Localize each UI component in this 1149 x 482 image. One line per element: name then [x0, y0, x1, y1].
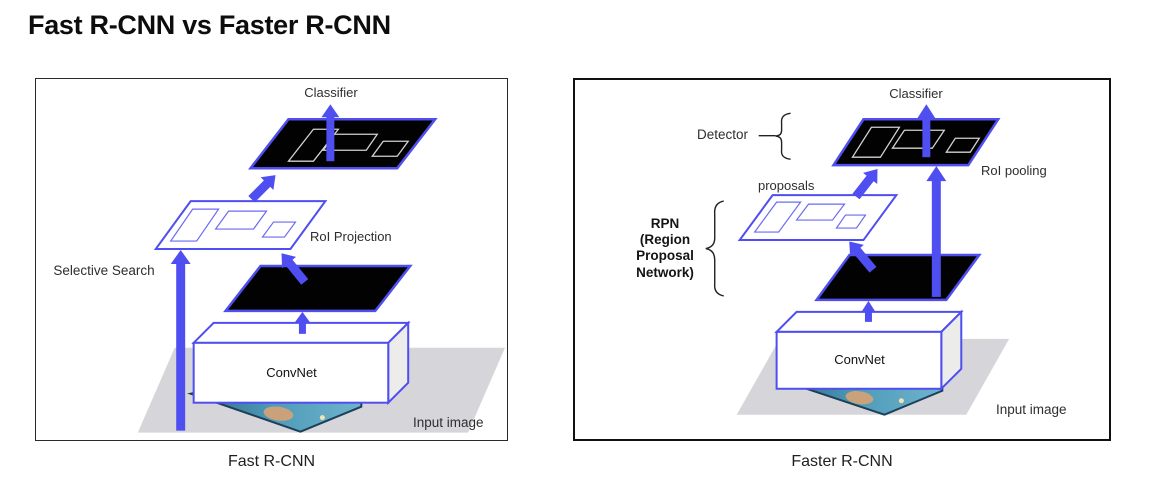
classifier-plane [831, 118, 1001, 167]
annotation-braces [705, 112, 791, 297]
classifier-label: Classifier [304, 85, 358, 100]
rpn-label: RPN (Region Proposal Network) [606, 216, 724, 281]
arrow-convnet-to-featuremap [294, 311, 311, 334]
proposal-box [795, 203, 846, 221]
rpn-brace [705, 200, 724, 297]
selective-search-label: Selective Search [53, 263, 155, 278]
detector-label: Detector [697, 127, 749, 142]
rpn-line: Proposal [636, 248, 694, 264]
proposal-box [753, 201, 802, 233]
convnet-label: ConvNet [834, 352, 885, 367]
arrow-convnet-to-featuremap [861, 300, 876, 322]
arrow-roi-to-classifier [248, 175, 276, 203]
fast-rcnn-diagram [137, 104, 506, 433]
roi-box [945, 137, 981, 153]
roi-pooling-label: RoI pooling [981, 163, 1047, 178]
roi-box [261, 221, 297, 238]
rpn-line: (Region [639, 232, 691, 248]
convnet-box [191, 320, 411, 406]
rpn-line: RPN [650, 216, 680, 231]
classifier-plane [247, 118, 438, 170]
input-image-label: Input image [413, 415, 484, 430]
input-image-label: Input image [996, 402, 1067, 417]
roi-pooling-arrow [926, 166, 947, 297]
flow-arrows [849, 104, 947, 322]
faster-rcnn-caption: Faster R-CNN [791, 453, 893, 470]
roi-box [851, 126, 901, 158]
roi-box [371, 140, 410, 157]
convnet-label: ConvNet [266, 365, 317, 380]
flow-arrows [170, 104, 340, 431]
faster-rcnn-diagram [705, 104, 1010, 416]
arrow-proposals-to-classifier [852, 168, 878, 200]
selective-search-arrow [170, 250, 191, 431]
roi-box [214, 210, 268, 230]
proposals-plane [737, 194, 899, 242]
arrow-featuremap-to-proposals [849, 241, 877, 273]
fast-rcnn-panel: Classifier RoI Projection Selective Sear… [35, 78, 508, 441]
roi-box [287, 128, 340, 162]
classifier-label: Classifier [889, 86, 943, 101]
page-title: Fast R-CNN vs Faster R-CNN [28, 10, 391, 40]
fast-rcnn-caption: Fast R-CNN [227, 453, 316, 470]
roi-box [169, 208, 220, 242]
roi-projection-label: RoI Projection [310, 229, 392, 244]
arrow-to-classifier [917, 104, 936, 158]
proposals-label: proposals [758, 178, 815, 193]
proposal-box [835, 214, 867, 229]
faster-rcnn-panel: Classifier Detector RoI pooling proposal… [573, 78, 1111, 441]
feature-map-plane [223, 264, 413, 313]
rpn-line: Network) [636, 264, 694, 280]
arrow-to-classifier [321, 104, 340, 162]
feature-map-plane [814, 253, 982, 302]
detector-brace [775, 112, 791, 160]
convnet-box [774, 309, 964, 392]
arrow-featuremap-to-roi [281, 253, 309, 285]
roi-box [891, 129, 946, 149]
roi-projection-plane [153, 200, 328, 251]
